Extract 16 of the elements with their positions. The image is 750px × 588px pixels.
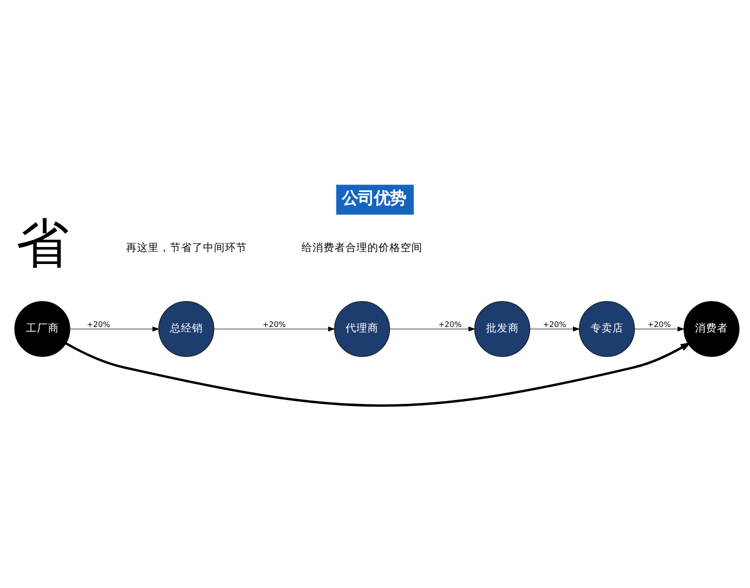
- arrow: [214, 326, 336, 332]
- arrow: [70, 326, 160, 332]
- node-circle: 专卖店: [578, 301, 635, 357]
- arrow: [530, 326, 580, 332]
- node-circle: 消费者: [684, 301, 740, 357]
- arrow: [390, 326, 476, 332]
- node-circle: 代理商: [334, 301, 390, 357]
- label: 省: [16, 214, 69, 275]
- arrow: [634, 326, 685, 332]
- arrow: [65, 342, 692, 407]
- node-circle: 总经销: [158, 301, 214, 357]
- diagram-title: 公司优势: [342, 188, 406, 208]
- label: 给消费者合理的价格空间: [302, 242, 423, 254]
- label: 再这里，节省了中间环节: [126, 242, 247, 254]
- node-circle: 工厂商: [14, 301, 70, 357]
- node-circle: 批发商: [474, 301, 530, 357]
